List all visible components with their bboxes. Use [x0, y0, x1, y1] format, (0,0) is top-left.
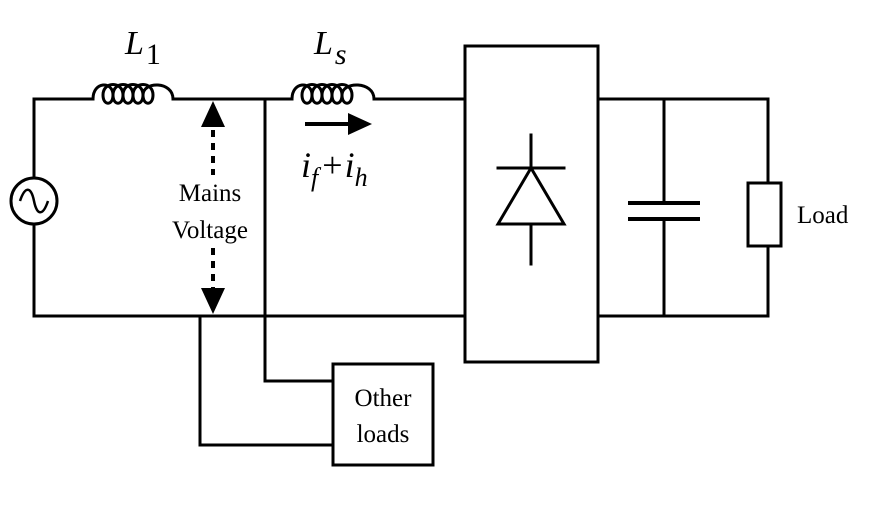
other-loads-box: [331, 362, 435, 467]
other-loads-line1: Other: [355, 385, 413, 412]
mains-label-line1: Mains: [179, 180, 242, 207]
ls-label: Ls: [313, 25, 347, 71]
ac-source-icon: [9, 176, 59, 226]
current-label: if+ih: [301, 145, 368, 192]
current-i1: i: [301, 145, 311, 185]
inductor-ls-icon: [290, 83, 376, 105]
wiring: [32, 97, 770, 447]
mains-label-line2: Voltage: [172, 217, 248, 244]
inductor-l1-icon: [91, 83, 175, 105]
current-sub-f: f: [311, 163, 322, 192]
load-label: Load: [797, 202, 849, 229]
ls-label-sub: s: [335, 38, 347, 71]
l1-label-sub: 1: [146, 38, 161, 71]
load-resistor-icon: [746, 181, 783, 248]
current-plus: +: [322, 145, 342, 185]
l1-label: L1: [124, 25, 161, 71]
other-loads-line2: loads: [357, 421, 410, 448]
l1-label-main: L: [124, 25, 144, 62]
ls-label-main: L: [313, 25, 333, 62]
rectifier-block: [463, 44, 600, 364]
current-arrow-icon: [305, 113, 372, 135]
current-sub-h: h: [355, 163, 368, 192]
current-i2: i: [345, 145, 355, 185]
capacitor-icon: [628, 201, 700, 221]
mains-voltage-arrow-icon: [201, 101, 225, 314]
